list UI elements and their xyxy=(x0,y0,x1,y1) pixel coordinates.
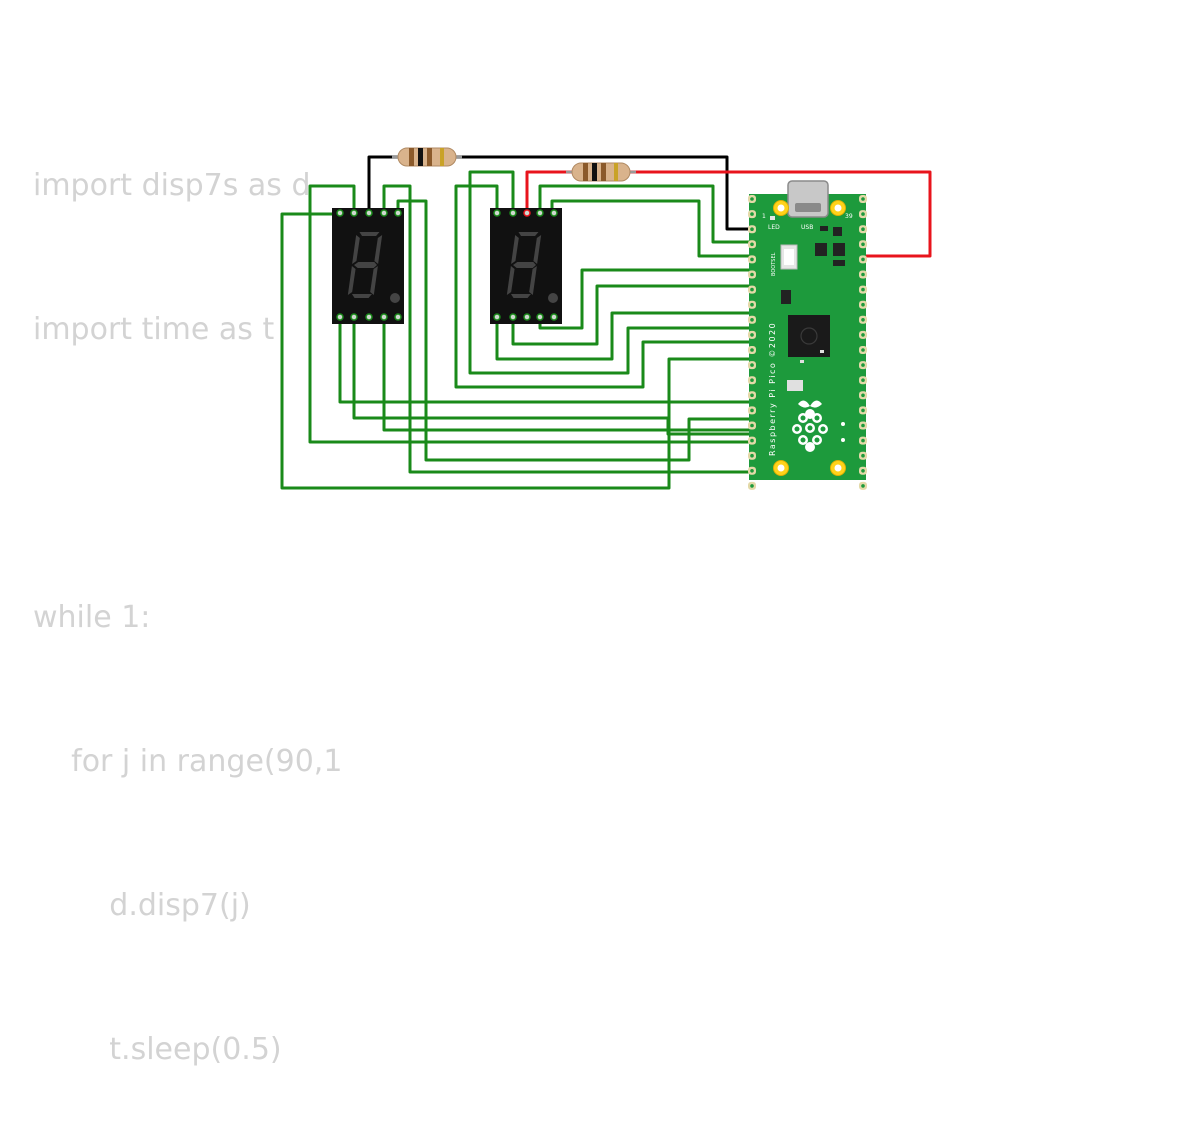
pin-hole xyxy=(750,408,754,413)
wire xyxy=(455,155,751,231)
pin-hole xyxy=(861,453,865,458)
pin-hole xyxy=(750,423,754,428)
wire xyxy=(280,212,753,490)
pin-hole xyxy=(750,378,754,383)
pin-hole xyxy=(750,363,754,367)
raspberry-pi-pico-board: 1 39 LED USB BOOTSEL Raspberry Pi Pico ©… xyxy=(748,180,867,490)
pin-hole xyxy=(750,318,754,322)
black-wire xyxy=(367,155,751,231)
green-wires xyxy=(280,170,753,490)
seven-segment-display-2 xyxy=(490,208,562,324)
pin-hole xyxy=(750,453,754,458)
pin-hole xyxy=(861,438,865,443)
pin-hole xyxy=(750,469,754,473)
pin-hole xyxy=(750,197,754,201)
pin-hole xyxy=(861,469,865,473)
wire xyxy=(382,184,753,474)
pin-hole xyxy=(861,348,865,352)
wire xyxy=(538,268,753,330)
code-line: import time as t xyxy=(33,312,275,347)
pin-hole xyxy=(861,408,865,413)
pin-hole xyxy=(861,423,865,428)
pin-hole xyxy=(861,333,865,337)
pin-hole xyxy=(750,333,754,337)
led-icon xyxy=(770,216,775,220)
pin-hole xyxy=(861,227,865,231)
wire xyxy=(511,284,753,346)
wire xyxy=(454,184,753,389)
pico-pin-headers xyxy=(748,195,867,490)
pin-hole xyxy=(750,484,754,488)
pin-hole xyxy=(750,227,754,231)
code-line: d.disp7(j) xyxy=(33,888,251,923)
pin-39-label: 39 xyxy=(845,213,853,220)
wire xyxy=(525,170,575,211)
red-wire xyxy=(525,170,932,258)
wire xyxy=(308,184,753,444)
pin-hole xyxy=(750,242,754,247)
wire xyxy=(626,170,932,258)
pin-hole xyxy=(861,302,865,307)
wire xyxy=(396,199,753,462)
wire xyxy=(495,311,753,361)
code-line: t.sleep(0.5) xyxy=(33,1032,282,1067)
resistor-2 xyxy=(566,162,636,182)
wire xyxy=(338,316,753,404)
pin-hole xyxy=(750,287,754,292)
pin-hole xyxy=(750,348,754,352)
seven-segment-display-1 xyxy=(332,208,404,324)
pin-hole xyxy=(861,484,865,488)
wire xyxy=(550,199,753,258)
pin-hole xyxy=(861,242,865,247)
pin-hole xyxy=(861,393,865,398)
pin-hole xyxy=(750,272,754,277)
wire xyxy=(538,184,753,244)
pin-hole xyxy=(750,212,754,216)
pin-hole xyxy=(861,272,865,277)
pin-hole xyxy=(750,438,754,443)
wire xyxy=(367,155,400,211)
code-line: import disp7s as d xyxy=(33,168,311,203)
circuit-diagram: 1 39 LED USB BOOTSEL Raspberry Pi Pico ©… xyxy=(280,147,932,490)
pin-hole xyxy=(861,378,865,383)
pin-hole xyxy=(861,363,865,367)
wire xyxy=(352,316,753,436)
pin-hole xyxy=(750,302,754,307)
pin-hole xyxy=(861,287,865,292)
wire xyxy=(382,316,753,452)
raspberry-logo-icon xyxy=(800,327,818,345)
led-label: LED xyxy=(768,224,780,231)
pin-hole xyxy=(861,212,865,216)
pin-hole xyxy=(861,257,865,262)
code-line: while 1: xyxy=(33,600,151,635)
pin-hole xyxy=(861,318,865,322)
wire xyxy=(468,170,753,375)
resistor-1 xyxy=(392,147,462,167)
board-model-label: Raspberry Pi Pico ©2020 xyxy=(768,322,777,456)
pin-hole xyxy=(750,393,754,398)
pin-hole xyxy=(750,257,754,262)
code-line: for j in range(90,1 xyxy=(33,744,343,779)
pin-1-label: 1 xyxy=(762,213,766,220)
usb-label: USB xyxy=(801,224,813,231)
pin-hole xyxy=(861,197,865,201)
bootsel-label: BOOTSEL xyxy=(771,252,777,276)
raspberry-pi-logo-icon xyxy=(792,400,828,452)
